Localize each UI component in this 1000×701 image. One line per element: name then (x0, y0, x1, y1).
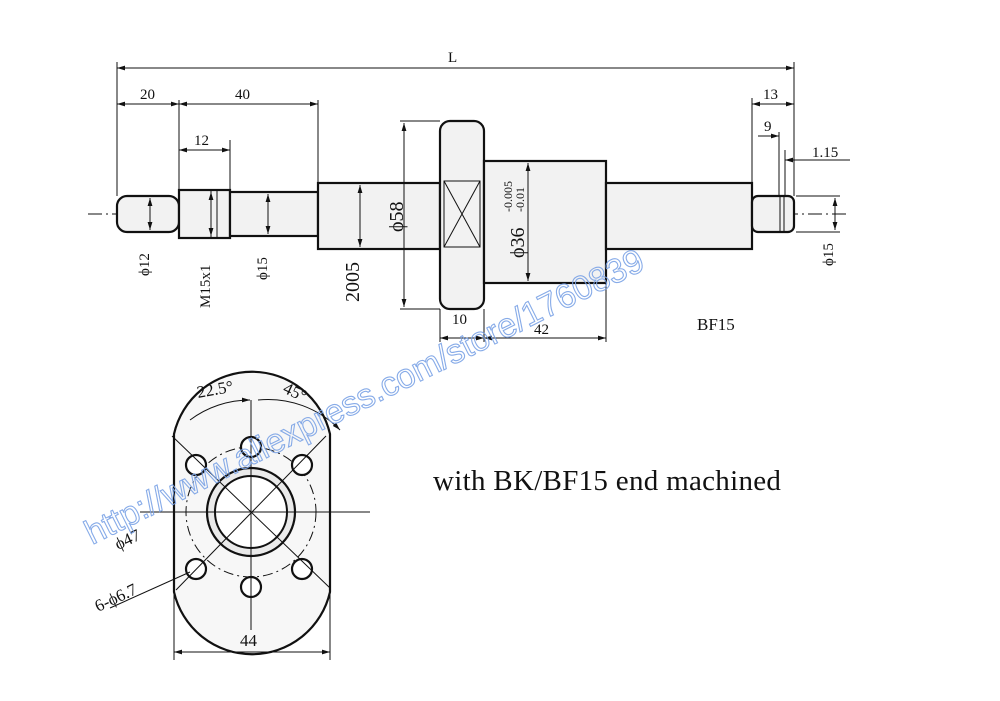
flange-front-view: 22.5° 45° ϕ47 6-ϕ6.7 44 (92, 370, 370, 660)
dim-13: 13 (763, 87, 778, 103)
dia-58-label: ϕ58 (386, 201, 408, 232)
width-44-label: 44 (240, 631, 258, 650)
dia-15-right-label: ϕ15 (821, 243, 837, 266)
caption: with BK/BF15 end machined (433, 465, 781, 497)
holes-label: 6-ϕ6.7 (92, 579, 141, 615)
dim-42: 42 (534, 322, 549, 338)
shaft-side-view: L 20 40 12 13 9 1.15 10 42 BF15 ϕ12 M15x… (88, 50, 850, 342)
tolerance-upper: -0.005 (501, 181, 515, 212)
screw-model-label: 2005 (342, 262, 364, 302)
dia-36-label: ϕ36 (507, 227, 529, 258)
dim-40: 40 (235, 87, 250, 103)
end-type-label: BF15 (697, 315, 735, 334)
dim-10: 10 (452, 312, 467, 328)
dia-12-label: ϕ12 (137, 253, 153, 276)
dim-9: 9 (764, 119, 772, 135)
dim-1-15: 1.15 (812, 145, 838, 161)
dim-20: 20 (140, 87, 155, 103)
dim-12: 12 (194, 133, 209, 149)
watermark-text: http://www.aliexpress.com/store/1760839 (79, 242, 651, 553)
dia-15-left-label: ϕ15 (255, 257, 271, 280)
dim-overall-length: L (448, 50, 457, 66)
thread-label: M15x1 (198, 265, 214, 308)
tolerance-lower: -0.01 (513, 187, 527, 212)
